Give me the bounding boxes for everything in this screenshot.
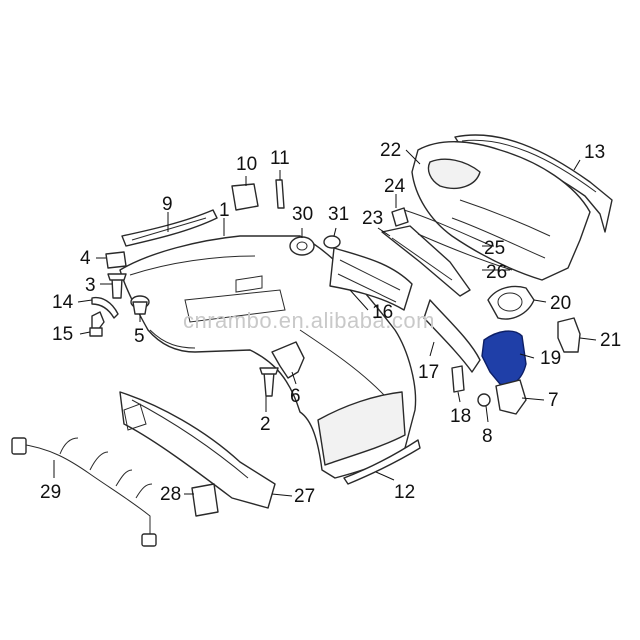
callout-5: 5	[134, 326, 145, 347]
part-14-clip-strip	[91, 296, 119, 319]
callout-18: 18	[450, 406, 471, 427]
callout-15: 15	[52, 324, 73, 345]
part-1-bumper-cover	[119, 235, 417, 479]
callout-29: 29	[40, 482, 61, 503]
part-3-screw	[107, 273, 127, 299]
callout-31: 31	[328, 204, 349, 225]
callout-19: 19	[540, 348, 561, 369]
part-18-sensor	[451, 365, 465, 393]
part-27-lower-absorber	[119, 391, 276, 509]
part-10-reflector	[231, 183, 259, 211]
part-15-mounting-bolt	[89, 311, 105, 337]
callout-21: 21	[600, 330, 621, 351]
callout-24: 24	[384, 176, 406, 197]
callout-12: 12	[394, 482, 415, 503]
callout-17: 17	[418, 362, 439, 383]
part-5-grommet	[130, 295, 150, 315]
callout-25: 25	[484, 238, 505, 259]
part-29-wiring-harness	[11, 437, 157, 547]
callout-22: 22	[380, 140, 401, 161]
part-30-bushing	[289, 236, 315, 256]
callout-8: 8	[482, 426, 493, 447]
callout-4: 4	[80, 248, 91, 269]
part-7-mount-bracket	[495, 379, 527, 415]
part-19-highlighted-bracket	[481, 330, 527, 386]
part-31-grommet	[323, 235, 341, 249]
callout-labels: 1 2 3 4 5 6 7 8 9 10 11 12 13 14 15 16 1…	[40, 140, 621, 507]
part-23-bracket	[381, 225, 471, 297]
part-9-side-bracket-strip	[121, 209, 218, 247]
part-22-upper-cover	[411, 141, 591, 281]
callout-16: 16	[372, 302, 393, 323]
part-28-plate	[191, 483, 219, 517]
part-8-grommet	[477, 393, 491, 407]
part-12-lower-trim	[343, 439, 421, 485]
part-25-wire	[403, 209, 493, 247]
callout-10: 10	[236, 154, 257, 175]
part-26-wire	[417, 233, 513, 271]
part-2-bolt	[259, 367, 279, 397]
part-20-exhaust-tip	[487, 285, 535, 320]
callout-7: 7	[548, 390, 559, 411]
callout-13: 13	[584, 142, 605, 163]
callout-6: 6	[290, 386, 301, 407]
callout-11: 11	[270, 148, 290, 169]
leader-lines	[53, 149, 597, 497]
part-16-energy-absorber	[329, 247, 413, 311]
callout-20: 20	[550, 293, 571, 314]
part-17-inner-bracket	[423, 299, 481, 373]
callout-26: 26	[486, 262, 507, 283]
callout-1: 1	[219, 200, 230, 221]
part-4-clip	[105, 251, 127, 269]
callout-30: 30	[292, 204, 313, 225]
part-11-cover-strip	[275, 179, 285, 209]
part-21-mount	[557, 317, 581, 353]
part-6-bracket	[271, 341, 305, 379]
watermark-text: cnrambo.en.alibaba.com	[183, 308, 435, 333]
callout-23: 23	[362, 208, 383, 229]
callout-2: 2	[260, 414, 271, 435]
callout-28: 28	[160, 484, 181, 505]
callout-3: 3	[85, 275, 96, 296]
callout-9: 9	[162, 194, 173, 215]
callout-27: 27	[294, 486, 315, 507]
callout-14: 14	[52, 292, 74, 313]
part-24-connector	[391, 207, 409, 227]
